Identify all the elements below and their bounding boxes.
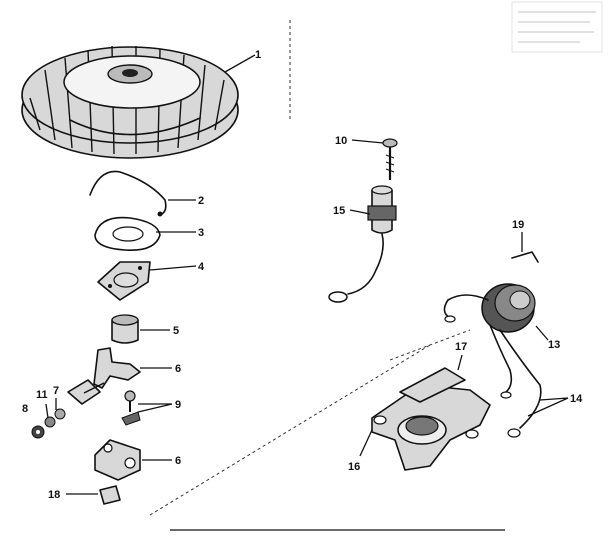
callout-14: 14 bbox=[570, 393, 583, 405]
callout-3: 3 bbox=[198, 227, 204, 239]
callout-10: 10 bbox=[335, 135, 347, 147]
breaker-arm bbox=[67, 347, 141, 405]
wire-clip bbox=[99, 485, 121, 505]
coil-lamination bbox=[371, 367, 491, 471]
coil-leads bbox=[489, 324, 542, 438]
callout-9: 9 bbox=[175, 399, 181, 411]
callout-1: 1 bbox=[255, 49, 261, 61]
callout-16: 16 bbox=[348, 461, 360, 473]
callout-15: 15 bbox=[333, 205, 345, 217]
callout-8: 8 bbox=[22, 403, 28, 415]
cap bbox=[111, 314, 139, 344]
assembly-guides bbox=[149, 20, 471, 516]
flywheel bbox=[21, 45, 239, 159]
callout-6-bottom: 6 bbox=[175, 455, 181, 467]
plate bbox=[97, 261, 151, 301]
callout-7: 7 bbox=[53, 385, 59, 397]
callout-13: 13 bbox=[548, 339, 560, 351]
bracket bbox=[94, 439, 141, 481]
callout-18: 18 bbox=[48, 489, 60, 501]
callout-6-top: 6 bbox=[175, 363, 181, 375]
callout-4: 4 bbox=[198, 261, 205, 273]
callout-17: 17 bbox=[455, 341, 467, 353]
nut-and-washers bbox=[31, 408, 66, 439]
callout-11: 11 bbox=[36, 389, 48, 401]
callout-2: 2 bbox=[198, 195, 204, 207]
screw-terminal bbox=[382, 138, 398, 180]
leader-lines bbox=[45, 54, 569, 495]
small-clip bbox=[511, 251, 539, 263]
screws bbox=[121, 390, 141, 426]
condenser bbox=[328, 185, 397, 303]
callout-5: 5 bbox=[173, 325, 179, 337]
ignition-coil bbox=[443, 283, 536, 333]
spring-clip bbox=[89, 170, 167, 217]
callout-labels: 1 2 3 4 5 6 6 7 8 9 10 11 13 14 15 16 17… bbox=[22, 49, 583, 501]
gasket bbox=[94, 216, 161, 252]
callout-19: 19 bbox=[512, 219, 524, 231]
corner-stamp bbox=[511, 1, 603, 53]
